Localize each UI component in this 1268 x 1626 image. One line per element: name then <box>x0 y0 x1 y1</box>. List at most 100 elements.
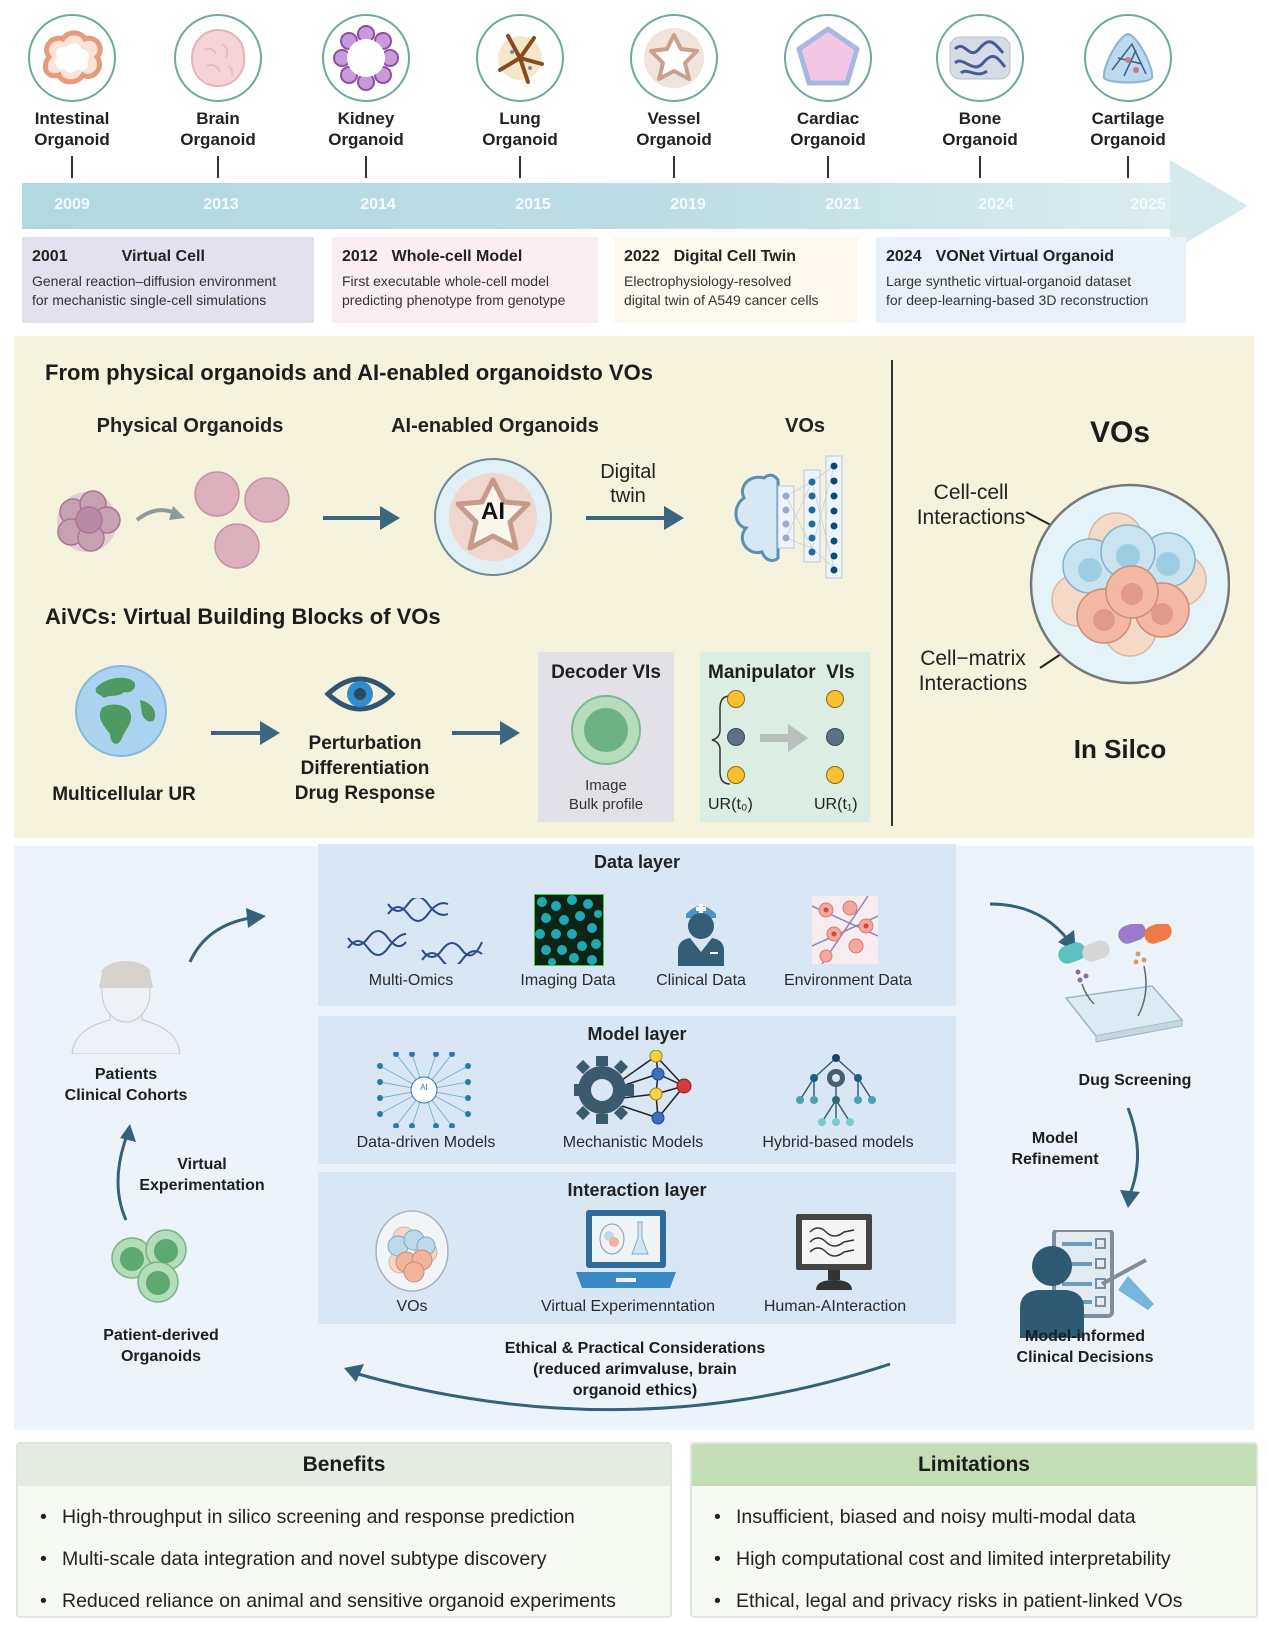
decoder-vis-title: Decoder VIs <box>551 662 661 683</box>
benefit-item: Reduced reliance on animal and sensitive… <box>40 1580 670 1622</box>
imaging-data-icon <box>534 894 604 966</box>
benefits-title: Benefits <box>18 1444 670 1486</box>
organoid-name: Intestinal <box>34 109 110 128</box>
arrow-virtual-experimentation <box>116 1124 136 1221</box>
milestone-desc: predicting phenotype from genotype <box>342 292 566 308</box>
monitor-icon <box>796 1214 872 1290</box>
benefits-list: High-throughput in silico screening and … <box>18 1486 670 1622</box>
hybrid-model-icon <box>796 1054 876 1126</box>
organoid-name: Cardiac <box>796 109 860 128</box>
arrow-head <box>500 721 520 745</box>
timeline-year: 2013 <box>203 196 239 213</box>
vos-in-silico-title: VOs <box>1089 416 1151 449</box>
pdo-line: Patient-derived <box>103 1327 219 1344</box>
timeline-tick <box>519 156 521 178</box>
milestone-desc: for deep-learning-based 3D reconstructio… <box>886 292 1149 308</box>
patient-icon <box>71 961 181 1054</box>
milestone-desc: Large synthetic virtual-organoid dataset <box>886 273 1132 289</box>
digital-twin-line: Digital <box>600 461 656 483</box>
kidney-organoid-icon <box>322 14 410 102</box>
interaction-layer: Interaction layer VOs Virtual Experimenn… <box>318 1172 956 1324</box>
cell-matrix-line: Interactions <box>918 672 1028 695</box>
dna-icon <box>347 898 483 964</box>
cell-cell-line: Interactions <box>916 506 1026 529</box>
milestone-desc: digital twin of A549 cancer cells <box>624 292 819 308</box>
timeline-tick <box>979 156 981 178</box>
manipulator-vis-box: Manipulator VIs UR(t₀) UR(t₁) <box>700 652 870 822</box>
ethics-line: (reduced arimvaluse, brain <box>533 1361 737 1378</box>
arrow-patients-to-data <box>188 908 266 963</box>
physical-organoids-icon <box>57 471 290 569</box>
milestone-year: 2001 <box>32 248 68 265</box>
model-item-hybrid: Hybrid-based models <box>762 1134 914 1151</box>
state-node <box>826 690 844 708</box>
brain-organoid-icon <box>174 14 262 102</box>
timeline-year: 2015 <box>515 196 551 213</box>
state-node <box>826 766 844 784</box>
interaction-item-vos: VOs <box>396 1298 428 1315</box>
digital-twin-line: twin <box>610 485 646 507</box>
laptop-icon <box>576 1210 676 1288</box>
timeline-tick <box>827 156 829 178</box>
brace-icon <box>711 695 731 785</box>
perturbation-labels: Perturbation Differentiation Drug Respon… <box>280 731 450 806</box>
milestone-title: VONet Virtual Organoid <box>935 248 1114 265</box>
organoid-name: Lung <box>499 109 541 128</box>
ai-label: AI <box>481 498 505 525</box>
model-layer-title: Model layer <box>587 1024 687 1044</box>
timeline-tick <box>365 156 367 178</box>
arrow-head <box>260 721 280 745</box>
ethics-feedback-arrow <box>344 1362 891 1412</box>
model-refinement-line: Model <box>1031 1130 1079 1147</box>
organoid-type: Organoid <box>328 130 404 149</box>
organoid-type: Organoid <box>636 130 712 149</box>
organoid-type: Organoid <box>1090 130 1166 149</box>
milestone-year: 2012 <box>342 248 378 265</box>
multicellular-ur-label: Multicellular UR <box>52 784 196 805</box>
benefit-item: Multi-scale data integration and novel s… <box>40 1538 670 1580</box>
ai-organoids-title: AI-enabled Organoids <box>391 415 599 437</box>
cell-matrix-line: Cell−matrix <box>920 647 1026 670</box>
organoid-name: Cartilage <box>1091 109 1165 128</box>
model-item-data-driven: Data-driven Models <box>356 1134 496 1151</box>
milestone-desc: for mechanistic single-cell simulations <box>32 292 267 308</box>
clinical-decision-icon <box>1020 1230 1154 1338</box>
timeline-tick <box>217 156 219 178</box>
organoid-name: Brain <box>196 109 240 128</box>
data-item-multi-omics: Multi-Omics <box>368 972 454 989</box>
cardiac-organoid-icon <box>784 14 872 102</box>
organoid-name: Vessel <box>647 109 701 128</box>
clinician-icon <box>678 904 724 966</box>
ur-t0-label: UR(t₀) <box>708 796 753 813</box>
timeline-year: 2025 <box>1130 196 1166 213</box>
benefits-box: Benefits High-throughput in silico scree… <box>16 1442 672 1618</box>
milestone-title: Digital Cell Twin <box>673 248 796 265</box>
timeline-tick <box>71 156 73 178</box>
section-title-aivcs: AiVCs: Virtual Building Blocks of VOs <box>45 604 441 629</box>
environment-data-icon <box>812 896 878 964</box>
vos-title: VOs <box>784 415 826 437</box>
arrow-physical-to-ai <box>323 516 383 520</box>
limitation-item: Ethical, legal and privacy risks in pati… <box>714 1580 1256 1622</box>
milestone-title: Whole-cell Model <box>391 248 523 265</box>
ethics-label: Ethical & Practical Considerations (redu… <box>470 1338 800 1401</box>
arrow-perturbation-to-decoder <box>452 731 504 735</box>
vo-neural-network-icon <box>734 455 843 579</box>
arrow-digital-twin <box>586 516 666 520</box>
ai-organoid-icon <box>434 458 552 576</box>
timeline-tick <box>1127 156 1129 178</box>
interaction-item-virtual-experimentation: Virtual Experimenntation <box>540 1298 716 1315</box>
data-item-imaging: Imaging Data <box>520 972 616 989</box>
virtual-line: Virtual <box>177 1156 227 1173</box>
timeline-tick <box>673 156 675 178</box>
